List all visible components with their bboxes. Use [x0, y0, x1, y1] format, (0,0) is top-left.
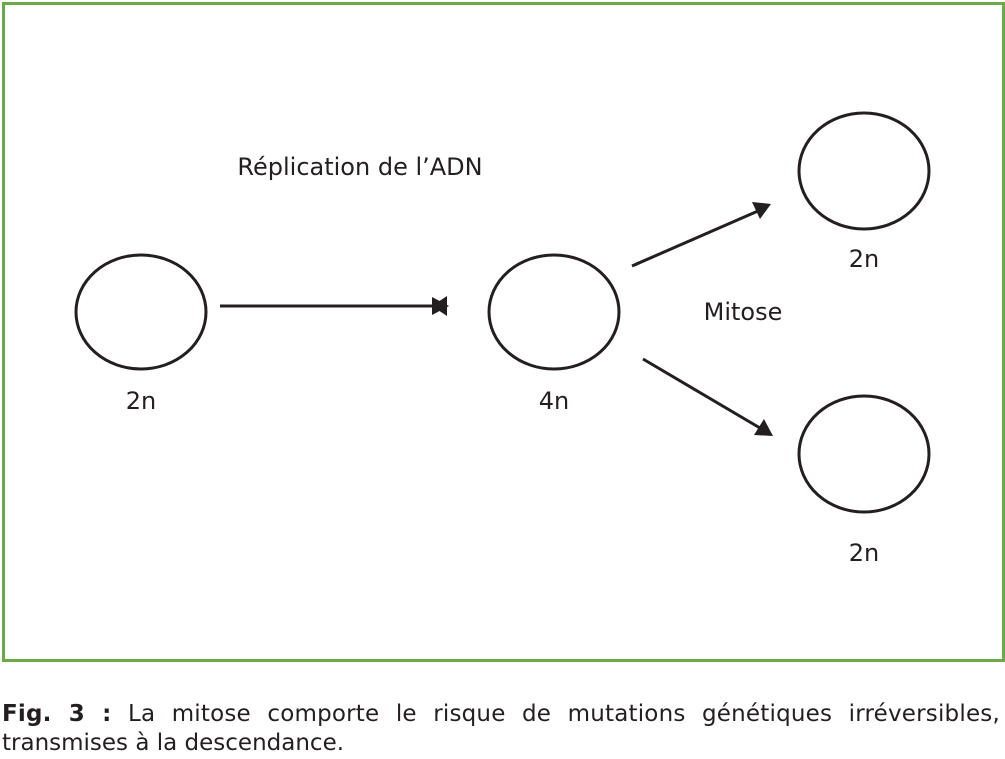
daughter-cell-bottom-circle — [797, 394, 931, 514]
parent-cell-label: 2n — [126, 387, 156, 415]
figure-number: Fig. 3 : — [2, 701, 112, 727]
mitosis-label: Mitose — [704, 298, 783, 326]
mitosis-arrowhead-top — [752, 202, 771, 219]
mitosis-arrow-bottom — [642, 357, 761, 430]
parent-cell-circle — [74, 253, 208, 371]
mitosis-arrowhead-bottom — [754, 419, 773, 436]
replication-arrow-tip — [432, 297, 449, 315]
mitosis-diagram: Réplication de l’ADN 2n 4n Mitose 2n 2n — [74, 111, 931, 567]
figure-frame — [2, 2, 1005, 662]
figure-caption: Fig. 3 : La mitose comporte le risque de… — [2, 700, 1000, 758]
mitosis-arrow-top — [631, 209, 759, 268]
caption-text-1: La mitose comporte le risque de mutation… — [127, 701, 1000, 727]
daughter-cell-top-circle — [797, 111, 931, 231]
daughter-cell-bottom-label: 2n — [849, 539, 879, 567]
caption-line-1: Fig. 3 : La mitose comporte le risque de… — [2, 700, 1000, 729]
caption-line-2: transmises à la descendance. — [2, 730, 345, 756]
daughter-cell-top-label: 2n — [849, 245, 879, 273]
replicated-cell-label: 4n — [539, 387, 569, 415]
dna-replication-label: Réplication de l’ADN — [237, 153, 482, 181]
replicated-cell-circle — [487, 253, 621, 371]
